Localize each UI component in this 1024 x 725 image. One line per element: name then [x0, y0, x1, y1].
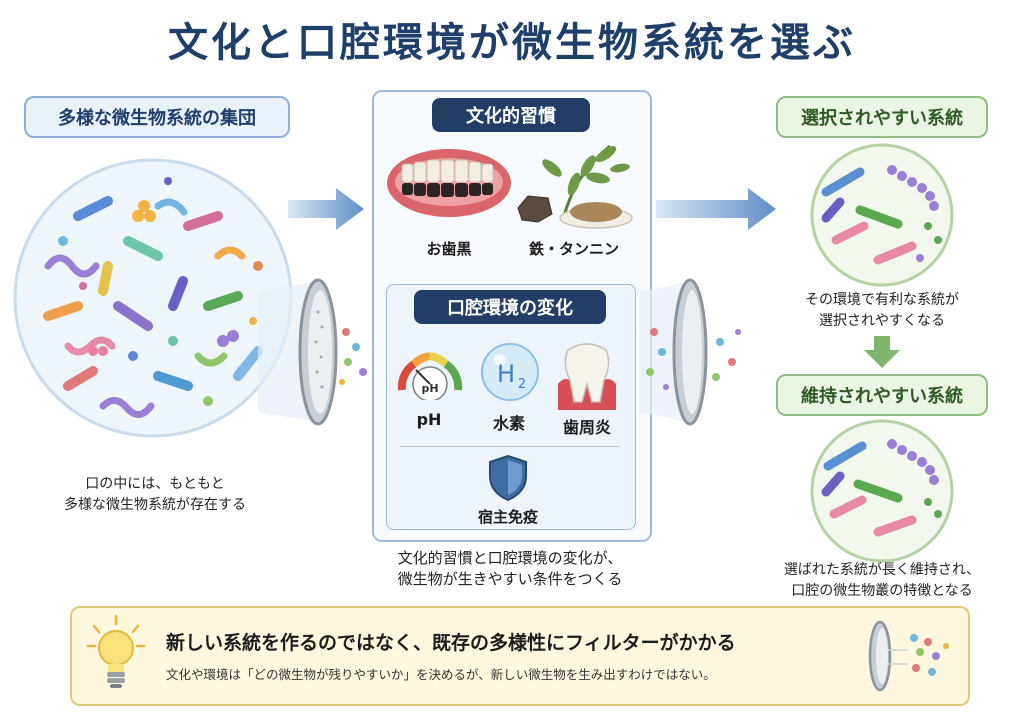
ph-gauge-text: pH [421, 382, 438, 395]
summary-subline: 文化や環境は「どの微生物が残りやすいか」を決めるが、新しい微生物を生み出すわけで… [166, 667, 716, 682]
arrow-down-icon [864, 336, 900, 368]
h2-subscript: 2 [518, 377, 526, 392]
periodontitis-label: 歯周炎 [562, 418, 611, 437]
selected-caption-line1: その環境で有利な系統が [805, 292, 959, 308]
ph-label: pH [416, 410, 442, 429]
hydrogen-bubble-icon: H 2 [481, 343, 539, 401]
center-caption-line2: 微生物が生きやすい条件をつくる [397, 570, 623, 588]
maintained-lineages-header: 維持されやすい系統 [776, 374, 988, 416]
culture-header: 文化的習慣 [432, 98, 590, 132]
maintained-caption-line1: 選ばれた系統が長く維持され、 [783, 562, 981, 578]
left-caption-line2: 多様な微生物系統が存在する [64, 497, 246, 513]
diverse-population-header: 多様な微生物系統の集団 [24, 96, 290, 138]
ohaguro-label: お歯黒 [426, 240, 472, 258]
ohaguro-teeth-icon [387, 149, 511, 217]
center-caption: 文化的習慣と口腔環境の変化が、 微生物が生きやすい条件をつくる [360, 548, 660, 590]
arrow-right-icon-2 [656, 188, 776, 230]
maintained-lineages-circle [810, 419, 954, 563]
selected-lineages-circle [810, 143, 954, 287]
diverse-microbe-circle [13, 158, 293, 438]
maintained-caption: 選ばれた系統が長く維持され、 口腔の微生物叢の特徴となる [760, 560, 1004, 602]
ph-gauge-icon: pH [397, 352, 463, 400]
arrow-right-icon [288, 188, 364, 230]
summary-box [70, 606, 970, 706]
shield-icon [489, 454, 527, 502]
left-caption: 口の中には、もともと 多様な微生物系統が存在する [30, 474, 280, 516]
hydrogen-label: 水素 [492, 414, 525, 433]
selected-lineages-header: 選択されやすい系統 [776, 96, 988, 138]
page-title: 文化と口腔環境が微生物系統を選ぶ [168, 20, 856, 66]
filter-disc-small [868, 620, 949, 692]
selected-caption-line2: 選択されやすくなる [819, 313, 945, 329]
summary-headline: 新しい系統を作るのではなく、既存の多様性にフィルターがかかる [166, 632, 736, 654]
filter-disc-left [258, 278, 367, 426]
left-caption-line1: 口の中には、もともと [85, 476, 225, 492]
center-caption-line1: 文化的習慣と口腔環境の変化が、 [397, 549, 623, 567]
maintained-caption-line2: 口腔の微生物叢の特徴となる [791, 583, 973, 599]
h2-text: H [497, 360, 515, 388]
selected-caption: その環境で有利な系統が 選択されやすくなる [770, 290, 994, 332]
periodontitis-tooth-icon [558, 343, 616, 410]
host-immunity-label: 宿主免疫 [477, 508, 538, 526]
iron-tannin-icon [517, 144, 633, 229]
iron-tannin-label: 鉄・タンニン [528, 240, 619, 258]
filter-disc-right [640, 278, 741, 426]
divider [400, 446, 620, 447]
oral-environment-header: 口腔環境の変化 [414, 290, 606, 324]
lightbulb-icon [86, 614, 146, 688]
